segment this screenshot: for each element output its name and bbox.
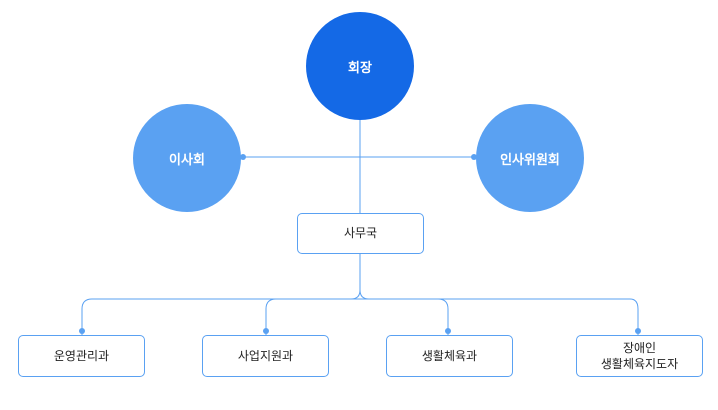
node-dept-operations: 운영관리과 xyxy=(18,335,145,377)
node-personnel-committee: 인사위원회 xyxy=(476,104,584,212)
connector-dot-dept-1 xyxy=(79,328,85,334)
connector-dot-dept-3 xyxy=(445,328,451,334)
node-secretariat: 사무국 xyxy=(297,213,424,254)
dept-label-line-2: 생활체육지도자 xyxy=(600,357,679,371)
node-dept-sports-for-all: 생활체육과 xyxy=(386,335,513,377)
dept-label: 운영관리과 xyxy=(53,348,110,363)
node-committee-label: 인사위원회 xyxy=(500,152,560,168)
connector-dot-dept-4 xyxy=(635,328,641,334)
connector-dot-committee xyxy=(471,154,477,160)
node-board-of-directors: 이사회 xyxy=(133,104,241,212)
connector-dot-board xyxy=(240,154,246,160)
node-chairman: 회장 xyxy=(306,12,414,120)
dept-label: 생활체육과 xyxy=(421,348,478,363)
node-secretariat-label: 사무국 xyxy=(343,226,378,241)
node-board-label: 이사회 xyxy=(169,152,205,168)
dept-label-line-1: 장애인 xyxy=(622,340,657,355)
node-dept-disabled-sports-instructors: 장애인 생활체육지도자 xyxy=(576,335,703,377)
node-dept-business-support: 사업지원과 xyxy=(202,335,329,377)
connector-dot-dept-2 xyxy=(263,328,269,334)
connector-branch-rail xyxy=(81,289,639,335)
dept-label: 사업지원과 xyxy=(237,348,294,363)
node-chairman-label: 회장 xyxy=(348,60,372,76)
